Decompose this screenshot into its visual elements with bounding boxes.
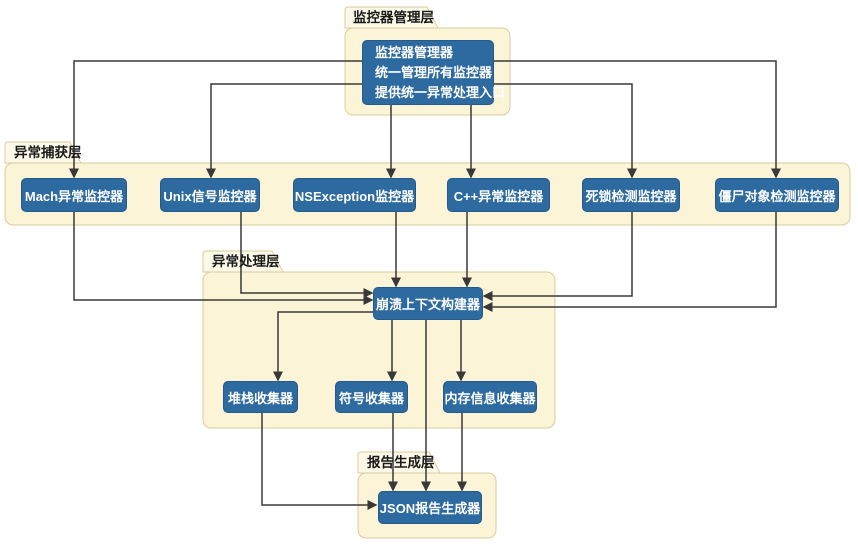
layer-title-capture: 异常捕获层 [14, 145, 82, 160]
manager-line-2: 统一管理所有监控器 [375, 64, 493, 80]
node-monitor-manager: 监控器管理器 统一管理所有监控器 提供统一异常处理入口 [362, 40, 505, 105]
node-crash-context-builder: 崩溃上下文构建器 [373, 287, 483, 320]
node-nsexception-monitor: NSException监控器 [293, 178, 416, 212]
layer-title-handling: 异常处理层 [212, 254, 280, 269]
layer-report-tab [357, 451, 441, 474]
edge-mach-to-builder [73, 212, 374, 305]
edge-stack-to-json [261, 413, 378, 510]
manager-line-1: 监控器管理器 [375, 44, 454, 60]
edge-manager-to-mach [69, 60, 362, 179]
node-memory-info-collector: 内存信息收集器 [443, 381, 537, 413]
layer-capture-tab [4, 141, 82, 164]
layer-title-management: 监控器管理层 [353, 10, 434, 25]
node-deadlock-monitor: 死锁检测监控器 [582, 178, 680, 212]
manager-line-3: 提供统一异常处理入口 [375, 84, 506, 100]
node-symbol-collector: 符号收集器 [335, 381, 408, 413]
layer-management-tab [344, 6, 439, 29]
edge-manager-to-zombie [494, 60, 781, 179]
layer-title-report: 报告生成层 [367, 455, 435, 470]
edge-unix-to-builder [240, 212, 374, 298]
node-json-report-generator: JSON报告生成器 [378, 491, 482, 524]
layer-handling-tab [202, 250, 284, 273]
edge-builder-to-stack [273, 311, 373, 382]
node-mach-monitor: Mach异常监控器 [21, 178, 127, 212]
edge-manager-to-unix [206, 83, 362, 179]
edge-zombie-to-builder [482, 212, 777, 312]
node-cpp-exception-monitor: C++异常监控器 [447, 178, 550, 212]
node-zombie-monitor: 僵尸对象检测监控器 [715, 178, 839, 212]
node-stack-collector: 堆栈收集器 [223, 381, 298, 413]
edge-manager-to-deadlock [494, 83, 637, 179]
node-unix-signal-monitor: Unix信号监控器 [160, 178, 260, 212]
edge-deadlock-to-builder [482, 212, 633, 301]
